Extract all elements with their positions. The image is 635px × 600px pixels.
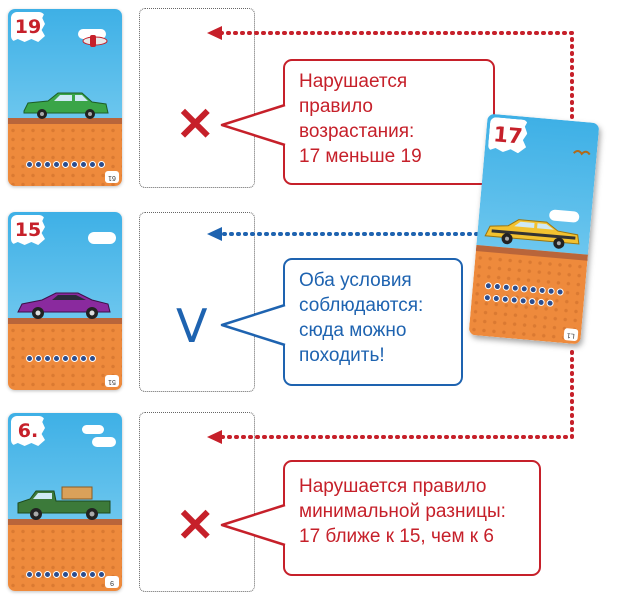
card-number: 17	[488, 117, 529, 154]
cloud	[78, 29, 106, 39]
slot-top	[139, 8, 255, 188]
cloud	[82, 425, 104, 434]
card-15: 15 51	[8, 212, 122, 390]
check-icon: V	[176, 299, 208, 353]
card-number: 15	[11, 215, 45, 245]
cross-icon: ✕	[176, 98, 215, 150]
airplane-icon	[82, 35, 108, 47]
taxi-car-icon	[484, 219, 580, 249]
pickup-truck-icon	[17, 486, 111, 520]
card-dots	[26, 571, 105, 578]
slot-middle	[139, 212, 255, 392]
cloud	[92, 437, 116, 447]
bubble-rule-min-difference: Нарушается правило минимальной разницы: …	[283, 460, 541, 576]
cross-icon: ✕	[176, 499, 215, 551]
card-number: 19	[11, 12, 45, 42]
car-sedan-icon	[23, 92, 109, 119]
cloud	[88, 232, 116, 244]
bird-icon	[573, 150, 591, 156]
bubble-rule-ascending: Нарушается правило возрастания: 17 меньш…	[283, 59, 495, 185]
card-corner-number: L1	[563, 328, 579, 342]
card-6: 6. 9	[8, 413, 122, 591]
slot-bottom	[139, 412, 255, 592]
card-dots	[26, 355, 96, 362]
card-number: 6.	[11, 416, 45, 446]
card-dots	[26, 161, 105, 168]
bubble-conditions-met: Оба условия соблюдаются: сюда можно похо…	[283, 258, 463, 386]
card-17: 17 L1	[468, 113, 600, 345]
card-19: 19 61	[8, 9, 122, 186]
sports-car-icon	[17, 292, 111, 319]
